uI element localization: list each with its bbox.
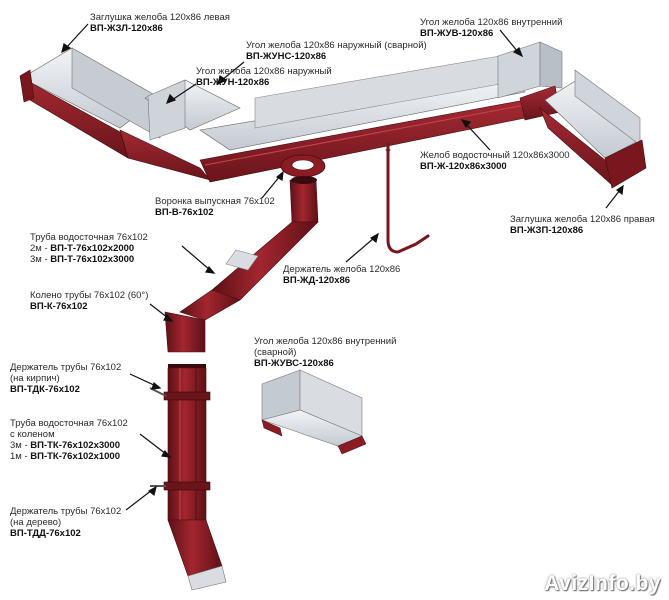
inner-welded-name2: (сварной) [254, 347, 297, 358]
label-inner: Угол желоба 120x86 внутренний ВП-ЖУВ-120… [420, 17, 562, 39]
inner-corner-side [539, 41, 563, 89]
gutter-cap-left [19, 69, 35, 103]
outer-welded-name: Угол желоба 120x86 наружный (сварной) [246, 40, 427, 51]
cap-left-name: Заглушка желоба 120x86 левая [90, 12, 230, 23]
elbow-code: ВП-К-76x102 [30, 301, 88, 312]
cap-left-code: ВП-ЖЗЛ-120x86 [90, 23, 163, 34]
wood-holder-clamp [163, 481, 211, 491]
label-holder-brick: Держатель трубы 76x102 (на кирпич) ВП-ТД… [10, 362, 121, 395]
downpipe-upper [164, 176, 319, 353]
holder-gutter-code: ВП-ЖД-120x86 [283, 275, 351, 286]
gutter-holder [385, 142, 430, 254]
label-pipe: Труба водосточная 76x102 2м - ВП-Т-76x10… [30, 232, 148, 265]
pipe-knee [167, 519, 223, 577]
label-inner-welded: Угол желоба 120x86 внутренний (сварной) … [254, 336, 396, 369]
label-holder-gutter: Держатель желоба 120x86 ВП-ЖД-120x86 [283, 264, 400, 286]
holder-brick-name2: (на кирпич) [10, 373, 60, 384]
label-outer-welded: Угол желоба 120x86 наружный (сварной) ВП… [246, 40, 427, 62]
elbow-lower [164, 311, 206, 353]
leader-arrows [61, 23, 624, 511]
outer-code: ВП-ЖУН-120x86 [196, 77, 270, 88]
holder-wood-code: ВП-ТДД-76x102 [10, 528, 81, 539]
label-gutter: Желоб водосточный 120x86x3000 ВП-Ж-120x8… [420, 150, 570, 172]
outer-corner-wall [147, 79, 186, 141]
outer-corner-front [119, 129, 211, 181]
pipe-main [167, 367, 207, 521]
funnel-neck [289, 179, 319, 223]
pipe-outlet [187, 565, 227, 591]
pipe-knee-row-2: 1м - ВП-ТК-76x102x1000 [10, 451, 121, 462]
pipe-knee-name: Труба водосточная 76x102 [10, 418, 128, 429]
outer-welded-code: ВП-ЖУНС-120x86 [246, 51, 327, 62]
holder-brick-code: ВП-ТДК-76x102 [10, 384, 80, 395]
funnel-name: Воронка выпускная 76x102 [155, 196, 275, 207]
inner-corner-welded [260, 369, 367, 455]
gutter-run [19, 41, 647, 189]
inner-welded-code: ВП-ЖУВС-120x86 [254, 358, 334, 369]
label-funnel: Воронка выпускная 76x102 ВП-В-76x102 [155, 196, 275, 218]
gutter-main-bead [204, 104, 526, 166]
gutter-name: Желоб водосточный 120x86x3000 [420, 150, 570, 161]
holder-wood-name2: (на дерево) [10, 517, 62, 528]
pipe-knee-name2: с коленом [10, 429, 55, 440]
label-holder-wood: Держатель трубы 76x102 (на дерево) ВП-ТД… [10, 506, 121, 539]
funnel-outlet [280, 154, 326, 178]
pipe-name: Труба водосточная 76x102 [30, 232, 148, 243]
pipe-row-1: 2м - ВП-Т-76x102x2000 [30, 243, 135, 254]
watermark: AvizInfo.by [544, 572, 661, 595]
brick-holder-clamp [163, 391, 211, 401]
pipe-knee-row-1: 3м - ВП-ТК-76x102x3000 [10, 440, 121, 451]
inner-name: Угол желоба 120x86 внутренний [420, 17, 563, 28]
holder-wood-name: Держатель трубы 76x102 [10, 506, 122, 517]
downpipe-vertical [149, 364, 227, 591]
label-pipe-knee: Труба водосточная 76x102 с коленом 3м - … [10, 418, 128, 462]
label-cap-left: Заглушка желоба 120x86 левая ВП-ЖЗЛ-120x… [90, 12, 230, 34]
label-elbow: Колено трубы 76x102 (60°) ВП-К-76x102 [30, 290, 148, 312]
gutter-code: ВП-Ж-120x86x3000 [420, 161, 507, 172]
gutter-cap-right [604, 139, 647, 189]
cap-right-name: Заглушка желоба 120x86 правая [510, 214, 655, 225]
pipe-joint [225, 249, 259, 271]
label-outer: Угол желоба 120x86 наружный ВП-ЖУН-120x8… [196, 66, 332, 88]
elbow-name: Колено трубы 76x102 (60°) [30, 290, 149, 301]
holder-gutter-name: Держатель желоба 120x86 [283, 264, 401, 275]
pipe-row-2: 3м - ВП-Т-76x102x3000 [30, 254, 135, 265]
holder-brick-name: Держатель трубы 76x102 [10, 362, 122, 373]
label-cap-right: Заглушка желоба 120x86 правая ВП-ЖЗП-120… [510, 214, 655, 236]
gutter-left-back [71, 47, 161, 139]
funnel-code: ВП-В-76x102 [155, 207, 214, 218]
cap-right-code: ВП-ЖЗП-120x86 [510, 225, 584, 236]
inner-welded-name: Угол желоба 120x86 внутренний [254, 336, 397, 347]
inner-code: ВП-ЖУВ-120x86 [420, 28, 494, 39]
outer-name: Угол желоба 120x86 наружный [196, 66, 332, 77]
